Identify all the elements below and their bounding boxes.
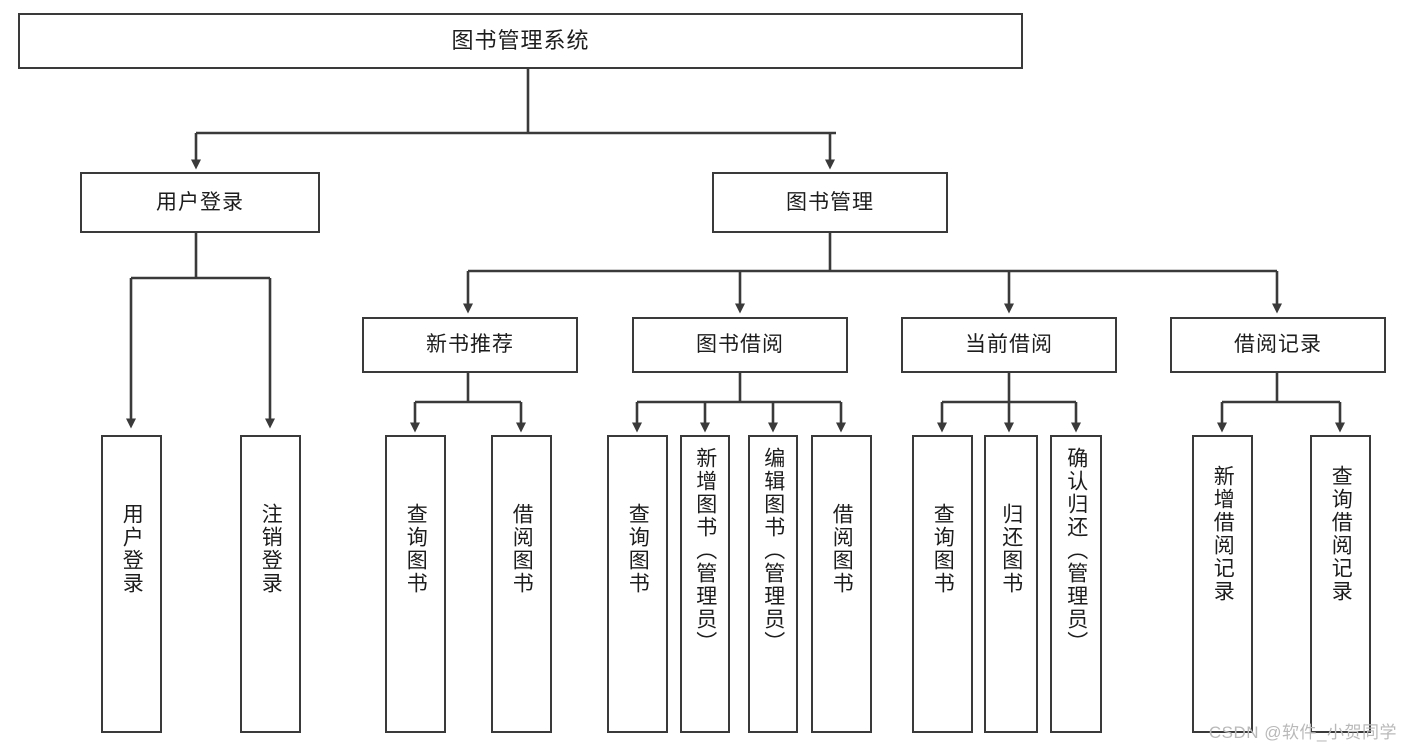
node-current-borrow[interactable]: 当前借阅 [901,317,1117,373]
leaf-label: 查询图书 [404,503,428,595]
node-book-management[interactable]: 图书管理 [712,172,948,233]
node-label: 新书推荐 [426,333,514,357]
node-label: 借阅记录 [1234,333,1322,357]
leaf-borrow-book-newbook[interactable]: 借阅图书 [491,435,552,733]
leaf-confirm-return-admin[interactable]: 确认归还（管理员） [1050,435,1102,733]
leaf-add-book-admin[interactable]: 新增图书（管理员） [680,435,730,733]
node-label: 图书借阅 [696,333,784,357]
leaf-user-login[interactable]: 用户登录 [101,435,162,733]
leaf-query-book-current[interactable]: 查询图书 [912,435,973,733]
leaf-label: 确认归还（管理员） [1064,447,1088,654]
leaf-label: 查询图书 [626,503,650,595]
leaf-query-borrow-record[interactable]: 查询借阅记录 [1310,435,1371,733]
leaf-add-borrow-record[interactable]: 新增借阅记录 [1192,435,1253,733]
node-label: 当前借阅 [965,333,1053,357]
csdn-watermark: CSDN @软件_小贺同学 [1208,723,1397,742]
leaf-label: 查询借阅记录 [1329,465,1353,603]
leaf-query-book-newbook[interactable]: 查询图书 [385,435,446,733]
leaf-logout[interactable]: 注销登录 [240,435,301,733]
node-label: 图书管理 [786,190,874,214]
leaf-label: 借阅图书 [830,503,854,595]
node-label: 图书管理系统 [451,27,590,53]
node-borrow-records[interactable]: 借阅记录 [1170,317,1386,373]
leaf-return-book[interactable]: 归还图书 [984,435,1038,733]
node-user-login[interactable]: 用户登录 [80,172,320,233]
leaf-label: 注销登录 [259,503,283,595]
node-root-book-management-system[interactable]: 图书管理系统 [18,13,1023,69]
leaf-label: 归还图书 [999,503,1023,595]
leaf-label: 查询图书 [931,503,955,595]
leaf-edit-book-admin[interactable]: 编辑图书（管理员） [748,435,798,733]
leaf-label: 新增图书（管理员） [693,447,717,654]
node-new-book-recommend[interactable]: 新书推荐 [362,317,578,373]
node-book-borrow[interactable]: 图书借阅 [632,317,848,373]
leaf-label: 用户登录 [120,503,144,595]
leaf-query-book-borrow[interactable]: 查询图书 [607,435,668,733]
leaf-label: 编辑图书（管理员） [761,447,785,654]
leaf-borrow-book[interactable]: 借阅图书 [811,435,872,733]
node-label: 用户登录 [156,190,244,214]
leaf-label: 新增借阅记录 [1211,465,1235,603]
leaf-label: 借阅图书 [510,503,534,595]
